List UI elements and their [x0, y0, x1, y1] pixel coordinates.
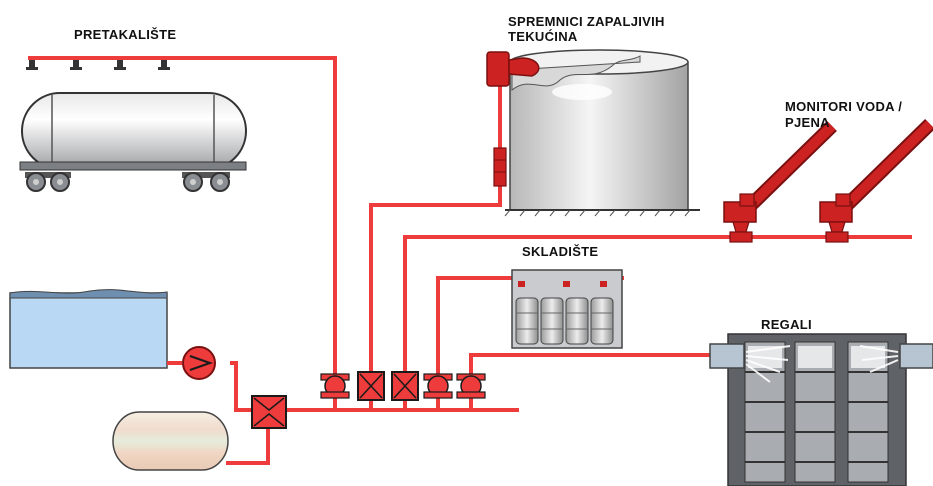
- label-pretakaliste: PRETAKALIŠTE: [74, 27, 177, 42]
- deluge-valve-1: [320, 373, 350, 399]
- barrel-icon: [515, 297, 539, 345]
- foam-supply-pipe: [226, 426, 270, 465]
- label-spremnici-line1: SPREMNICI ZAPALJIVIH: [508, 14, 665, 29]
- sprinkler-head-icon: [70, 60, 82, 70]
- pump-icon: [167, 346, 216, 380]
- label-monitori-line2: PJENA: [785, 115, 830, 130]
- foam-concentrate-tank: [112, 411, 229, 471]
- sprinkler-head-icon: [563, 281, 570, 287]
- pipe-to-pretakaliste: [28, 56, 337, 412]
- flammable-liquid-storage-tank: [486, 49, 700, 217]
- label-spremnici-line2: TEKUĆINA: [508, 29, 578, 44]
- foam-chamber-icon: [486, 51, 510, 87]
- deluge-valve-3: [456, 373, 486, 399]
- water-reservoir: [9, 289, 168, 369]
- valve-icon: [357, 371, 385, 401]
- barrel-icon: [590, 297, 614, 345]
- label-skladiste: SKLADIŠTE: [522, 244, 599, 259]
- foam-maker-icon: [493, 147, 507, 187]
- foam-generator-icon: [709, 343, 745, 369]
- foam-proportioner-icon: [251, 395, 287, 429]
- sprinkler-head-icon: [26, 60, 38, 70]
- pipe-to-regali: [469, 353, 714, 412]
- regali-storage-racks: [709, 333, 933, 486]
- sprinkler-head-icon: [114, 60, 126, 70]
- sprinkler-head-icon: [158, 60, 170, 70]
- label-monitori-line1: MONITORI VODA /: [785, 99, 903, 114]
- deluge-valve-2: [423, 373, 453, 399]
- rail-tank-car: [19, 92, 247, 192]
- water-foam-monitor-1: [723, 120, 837, 243]
- label-regali: REGALI: [761, 317, 812, 332]
- skladiste-storage-room: [511, 269, 623, 349]
- sprinkler-head-icon: [518, 281, 525, 287]
- sprinkler-head-icon: [600, 281, 607, 287]
- pipe-to-skladiste: [436, 276, 514, 412]
- pretakaliste-sprinklers: [26, 60, 170, 70]
- pipe-to-tank: [369, 78, 502, 412]
- barrel-icon: [565, 297, 589, 345]
- foam-generator-icon: [899, 343, 933, 369]
- valve-icon: [391, 371, 419, 401]
- pump-discharge-pipe: [230, 361, 257, 412]
- water-foam-monitor-2: [819, 118, 933, 243]
- barrel-icon: [540, 297, 564, 345]
